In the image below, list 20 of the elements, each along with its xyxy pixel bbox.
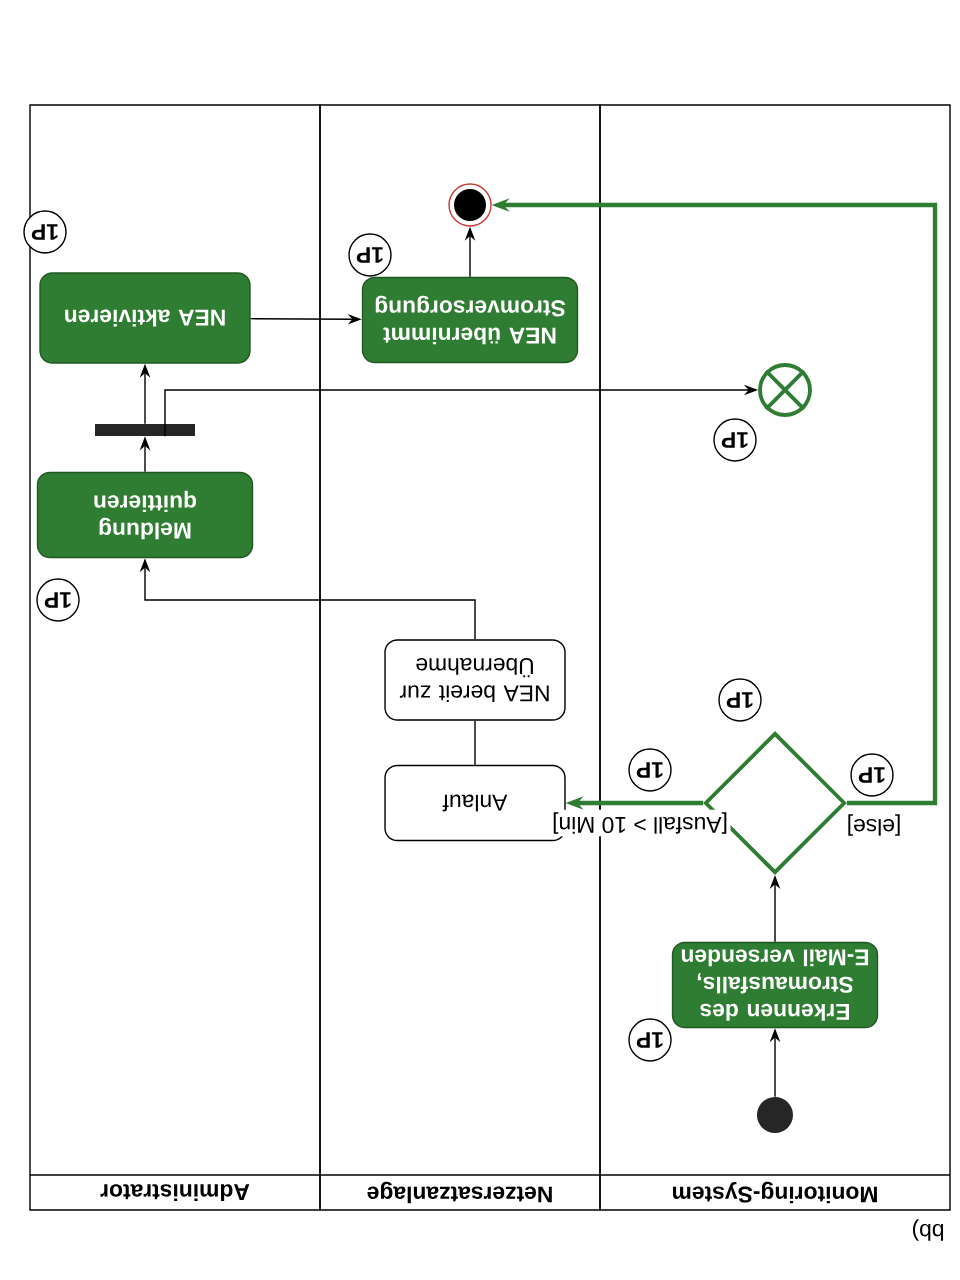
fork-bar bbox=[95, 424, 195, 436]
edge-label: [Ausfall > 10 Min] bbox=[549, 809, 731, 837]
action-box: NEA bereit zur Übernahme bbox=[384, 639, 566, 721]
points-badge: 1P bbox=[36, 578, 80, 622]
action-box: Meldung quittieren bbox=[36, 471, 254, 559]
action-box: NEA aktivieren bbox=[39, 272, 251, 364]
edge-label: [else] bbox=[844, 811, 904, 839]
start-node bbox=[757, 1097, 793, 1133]
points-badge: 1P bbox=[348, 233, 392, 277]
action-box: NEA übernimmt Stromversorgung bbox=[361, 276, 579, 364]
action-box: Erkennen des Stromausfalls, E-Mail versenden bbox=[671, 941, 879, 1029]
section-label: bb) bbox=[912, 1219, 944, 1241]
points-badge: 1P bbox=[628, 1018, 672, 1062]
points-badge: 1P bbox=[628, 748, 672, 792]
flow-final-node bbox=[758, 363, 812, 417]
points-badge: 1P bbox=[23, 210, 67, 254]
end-node bbox=[448, 183, 492, 227]
points-badge: 1P bbox=[713, 418, 757, 462]
points-badge: 1P bbox=[718, 678, 762, 722]
points-badge: 1P bbox=[850, 753, 894, 797]
